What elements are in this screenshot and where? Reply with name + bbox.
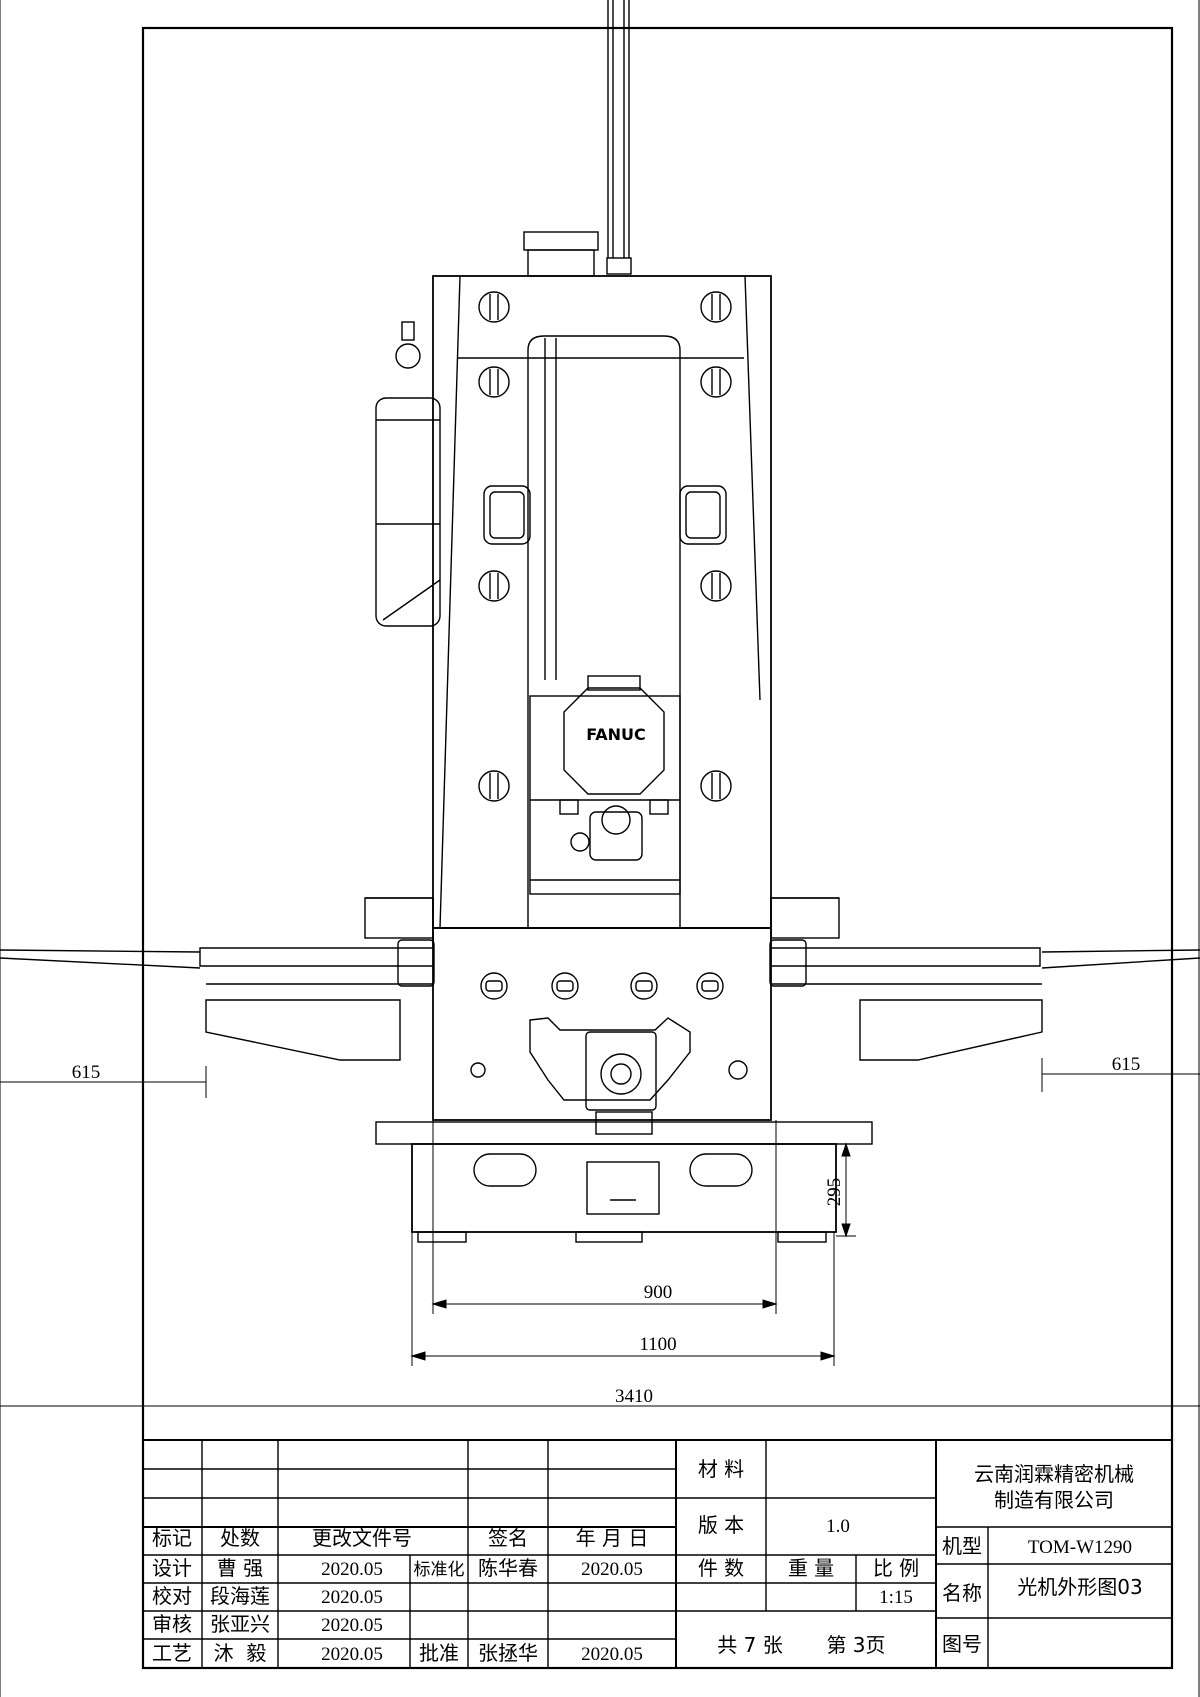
dim-inner-width: 900 (644, 1282, 673, 1303)
scale-label: 比 例 (873, 1556, 919, 1580)
material-label: 材 料 (698, 1457, 744, 1481)
hdr-change-doc: 更改文件号 (312, 1526, 412, 1550)
process-name: 沐 毅 (214, 1641, 267, 1665)
fanuc-logo: FANUC (586, 725, 646, 744)
pieces-label: 件 数 (698, 1556, 744, 1580)
check-date: 2020.05 (321, 1587, 383, 1608)
base (411, 1143, 837, 1233)
spindle-head (529, 695, 681, 895)
sheet-count: 共 7 张 (717, 1633, 782, 1657)
company-line2: 制造有限公司 (994, 1488, 1114, 1512)
version-value: 1.0 (826, 1516, 850, 1537)
design-label: 设计 (152, 1556, 192, 1580)
sheet-border (141, 26, 1174, 1670)
dim-base-height: 295 (824, 1178, 845, 1207)
saddle (432, 927, 772, 1121)
process-label: 工艺 (152, 1641, 192, 1665)
fanuc-motor (563, 687, 665, 795)
check-name: 段海莲 (210, 1584, 270, 1608)
design-name: 曹 强 (217, 1556, 263, 1580)
design-date: 2020.05 (321, 1559, 383, 1580)
right-guard (770, 897, 1041, 967)
standard-name: 陈华春 (478, 1556, 538, 1580)
standard-label: 标准化 (414, 1560, 465, 1580)
coolant-tank (375, 397, 441, 627)
hdr-mark: 标记 (152, 1526, 192, 1550)
rotary-table (529, 1017, 691, 1101)
approve-name: 张拯华 (478, 1641, 538, 1665)
name-value: 光机外形图03 (1017, 1575, 1142, 1599)
dim-left-overhang: 615 (72, 1062, 101, 1083)
base-bar (375, 1121, 873, 1145)
company-line1: 云南润霖精密机械 (974, 1462, 1134, 1486)
drawing-no-label: 图号 (942, 1632, 982, 1656)
dimension-lines (0, 1058, 1200, 1366)
approve-label: 批准 (419, 1641, 459, 1665)
model-label: 机型 (942, 1534, 982, 1558)
dim-right-overhang: 615 (1112, 1054, 1141, 1075)
title-block-grid (142, 1439, 1173, 1669)
dim-base-width: 1100 (639, 1334, 676, 1355)
machine-front-view (0, 0, 1200, 1243)
hdr-zones: 处数 (220, 1526, 260, 1550)
sheet-number: 第 3页 (826, 1633, 885, 1657)
model-value: TOM-W1290 (1028, 1537, 1132, 1558)
name-label: 名称 (942, 1581, 982, 1605)
standard-date: 2020.05 (581, 1559, 643, 1580)
dim-overall-width: 3410 (615, 1386, 653, 1407)
hdr-signature: 签名 (488, 1526, 528, 1550)
review-name: 张亚兴 (210, 1612, 270, 1636)
version-label: 版 本 (698, 1513, 744, 1537)
check-label: 校对 (152, 1584, 192, 1608)
review-label: 审核 (152, 1612, 192, 1636)
approve-date: 2020.05 (581, 1644, 643, 1665)
process-date: 2020.05 (321, 1644, 383, 1665)
column-bolt-holes (478, 291, 732, 802)
scale-value: 1:15 (879, 1587, 913, 1608)
review-date: 2020.05 (321, 1615, 383, 1636)
weight-label: 重 量 (788, 1556, 834, 1580)
hdr-date: 年 月 日 (576, 1526, 649, 1550)
saddle-holes (480, 972, 724, 1000)
